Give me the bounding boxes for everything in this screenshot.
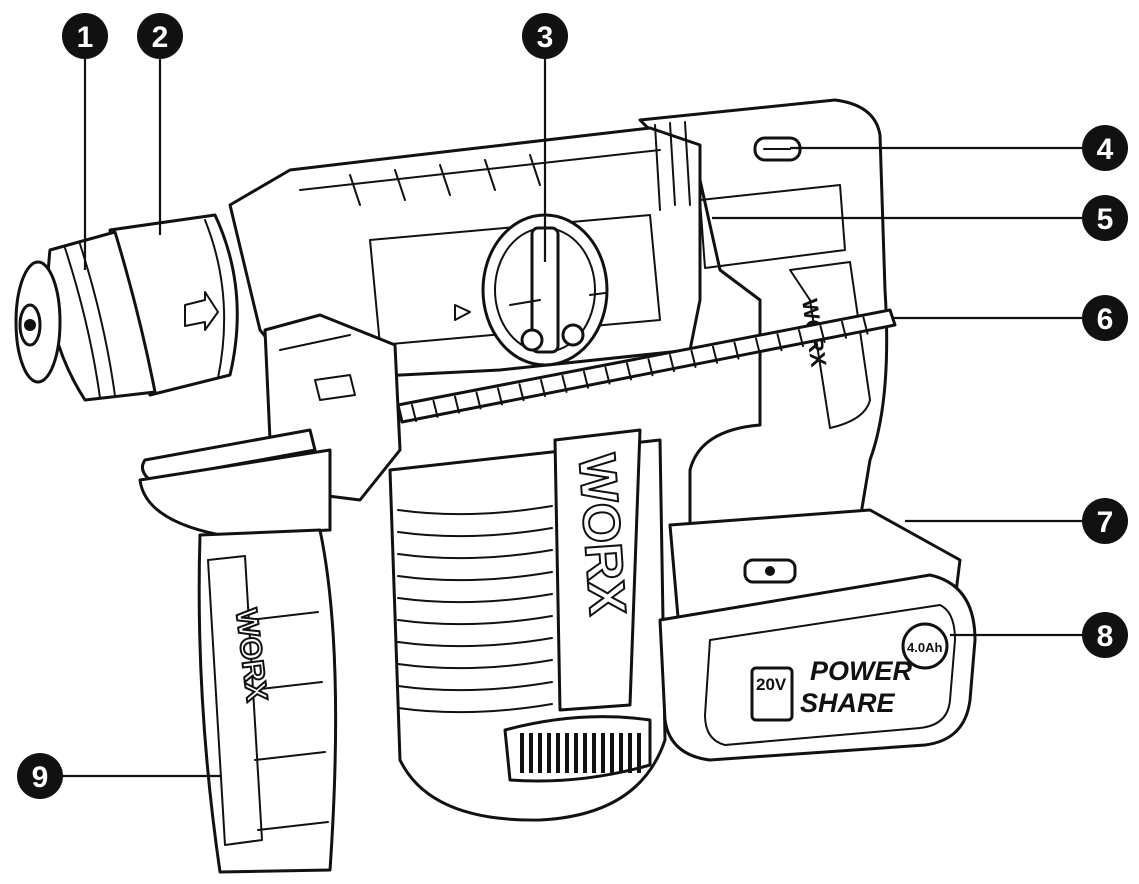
motor-housing: WORX: [388, 428, 667, 822]
callout-badge-2: 2: [137, 13, 183, 59]
battery-pack: 20V POWER SHARE 4.0Ah: [658, 573, 977, 762]
callout-badge-6: 6: [1082, 295, 1128, 341]
auxiliary-handle-assembly: WORX: [138, 313, 402, 874]
callout-badge-7: 7: [1082, 498, 1128, 544]
svg-text:7: 7: [1097, 506, 1114, 539]
battery-brand-line1: POWER: [810, 656, 913, 686]
battery-capacity-text: 4.0Ah: [907, 640, 942, 655]
battery-voltage-text: 20V: [756, 675, 787, 694]
depth-gauge-rod: [396, 308, 897, 424]
svg-text:5: 5: [1097, 203, 1114, 236]
callout-badge-9: 9: [17, 753, 63, 799]
svg-text:3: 3: [537, 21, 554, 54]
battery-brand-line2: SHARE: [800, 688, 896, 718]
svg-text:2: 2: [152, 21, 169, 54]
svg-text:1: 1: [77, 21, 94, 54]
callout-badge-3: 3: [522, 13, 568, 59]
svg-text:9: 9: [32, 761, 49, 794]
callout-badge-1: 1: [62, 13, 108, 59]
svg-text:4: 4: [1097, 133, 1114, 166]
callout-badge-4: 4: [1082, 125, 1128, 171]
callout-badge-5: 5: [1082, 195, 1128, 241]
callout-badge-8: 8: [1082, 612, 1128, 658]
mode-selector-dial: [481, 213, 609, 367]
svg-text:8: 8: [1097, 620, 1114, 653]
leader-lines: [62, 52, 1082, 778]
body-brand-text: WORX: [567, 452, 636, 618]
chuck-assembly: [14, 213, 239, 402]
svg-text:6: 6: [1097, 303, 1114, 336]
